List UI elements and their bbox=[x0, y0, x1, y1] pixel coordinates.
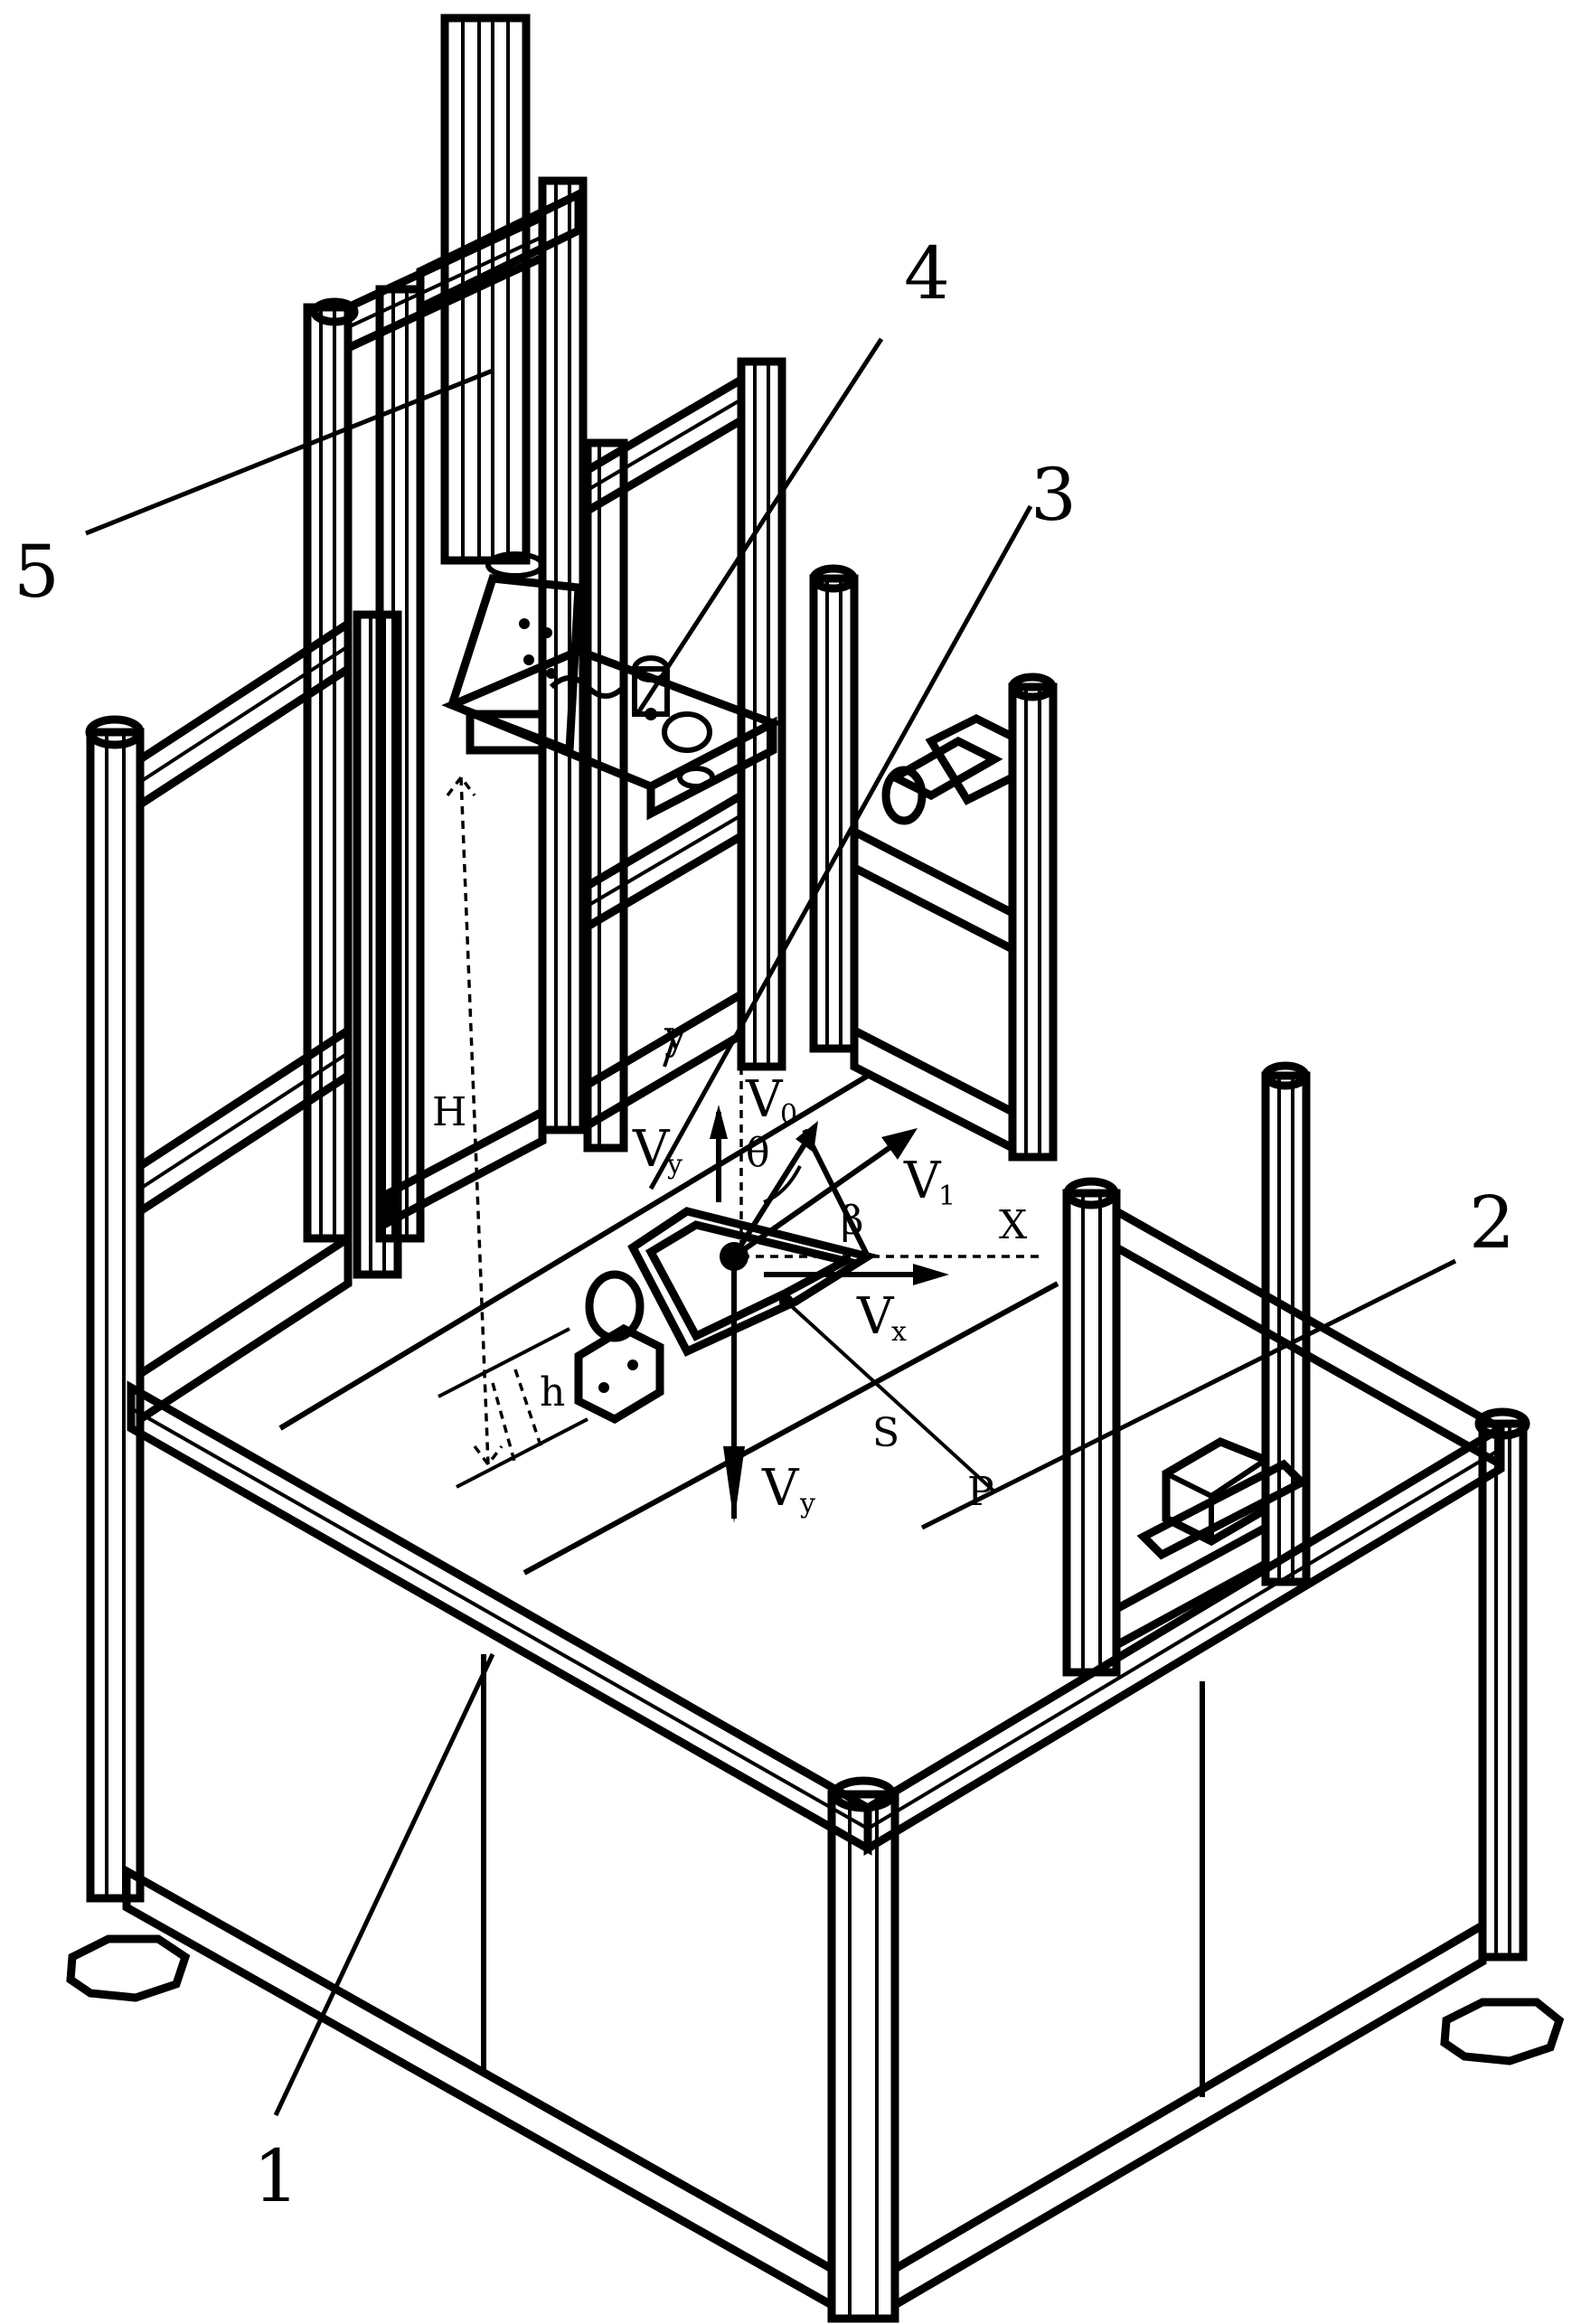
label-V1-sub: 1 bbox=[938, 1181, 955, 1212]
label-theta: θ bbox=[746, 1130, 770, 1176]
label-h: h bbox=[540, 1369, 565, 1416]
label-S: S bbox=[872, 1410, 899, 1456]
annotations bbox=[438, 775, 1040, 1523]
label-H: H bbox=[432, 1089, 466, 1135]
label-Vy-lower-sub: y bbox=[799, 1488, 815, 1520]
label-Vy-lower: V bbox=[761, 1459, 800, 1518]
ref-label-5: 5 bbox=[14, 530, 60, 614]
right-front-posts bbox=[1062, 1061, 1505, 1677]
reference-labels: 5 4 3 2 1 bbox=[14, 231, 1515, 2218]
label-V1: V bbox=[903, 1152, 942, 1210]
label-Vx-sub: x bbox=[891, 1316, 907, 1348]
label-Vy-upper-sub: y bbox=[666, 1149, 682, 1181]
label-Vx: V bbox=[856, 1287, 895, 1346]
ref-label-3: 3 bbox=[1031, 453, 1077, 537]
ref-label-4: 4 bbox=[904, 231, 950, 315]
symbol-labels: H h y V 0 V 1 V y V y V x X S P θ β bbox=[432, 1012, 1028, 1520]
left-side-frame bbox=[85, 297, 402, 1903]
label-Vy-upper: V bbox=[632, 1120, 671, 1179]
leader-lines bbox=[85, 337, 1457, 2117]
label-V0: V bbox=[745, 1070, 784, 1129]
base-cabinet bbox=[66, 1073, 1565, 2323]
machine-frame bbox=[66, 14, 1565, 2323]
vertical-column bbox=[440, 14, 545, 579]
right-back-posts bbox=[809, 564, 1058, 1162]
workpiece-clamp bbox=[574, 1270, 664, 1425]
label-beta: β bbox=[841, 1198, 863, 1244]
label-P: P bbox=[967, 1469, 994, 1515]
camera-assembly bbox=[881, 713, 1017, 825]
label-X: X bbox=[999, 1202, 1028, 1248]
label-y-small: y bbox=[664, 1012, 687, 1059]
ref-label-1: 1 bbox=[253, 2134, 299, 2218]
sensor-box bbox=[1136, 1437, 1309, 1560]
label-V0-sub: 0 bbox=[780, 1099, 797, 1131]
lifting-platform bbox=[441, 574, 784, 821]
ref-label-2: 2 bbox=[1469, 1181, 1515, 1265]
